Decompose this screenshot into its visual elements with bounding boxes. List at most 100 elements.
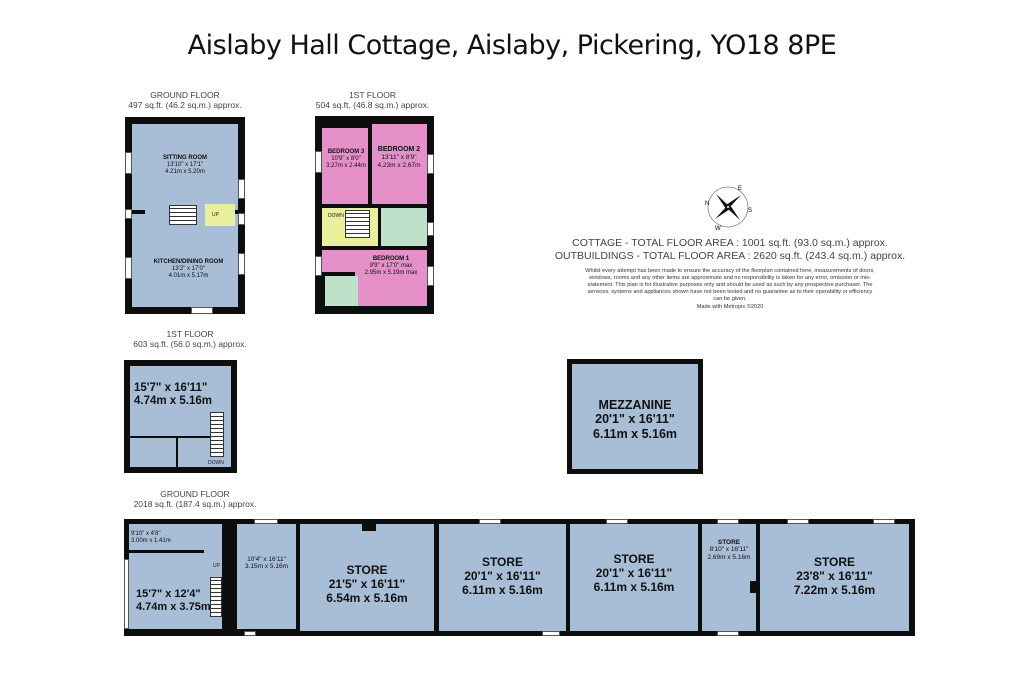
room-name: BEDROOM 1 [372, 256, 410, 262]
room-metric: 7.22m x 5.16m [793, 582, 876, 597]
room-imperial: 8'10" x 16'11" [709, 546, 749, 554]
window [427, 266, 434, 286]
compass-letter: S [748, 208, 752, 214]
room-metric: 2.69m x 5.16m [707, 553, 751, 561]
room-metric: 4.74m x 5.16m [134, 395, 213, 408]
window [125, 209, 132, 219]
store-label: STORE 20'1" x 16'11" 6.11m x 5.16m [570, 552, 698, 594]
bedroom-1-label: BEDROOM 1 9'9" x 17'0" max 2.95m x 5.19m… [355, 256, 427, 277]
window [717, 631, 739, 636]
store-4 [702, 524, 756, 631]
store-label: STORE 8'10" x 16'11" 2.69m x 5.16m [702, 539, 756, 561]
room-imperial: 23'8" x 16'11" [796, 568, 873, 583]
mezzanine-label: MEZZANINE 20'1" x 16'11" 6.11m x 5.16m [567, 398, 703, 441]
room-imperial: 9'9" x 17'0" max [369, 262, 413, 269]
narrow-room-label: 10'4" x 16'11" 3.15m x 5.16m [237, 556, 296, 571]
window [238, 213, 245, 225]
bedroom-3 [322, 128, 368, 204]
store-2 [439, 524, 566, 631]
cottage-first-floor-heading: 1ST FLOOR 504 sq.ft. (46.8 sq.m.) approx… [305, 90, 440, 110]
room-name: STORE [717, 539, 741, 546]
outbuildings-first-floor-heading: 1ST FLOOR 603 sq.ft. (56.0 sq.m.) approx… [120, 329, 260, 349]
stair-landing [205, 204, 235, 226]
window [427, 154, 434, 174]
window [717, 519, 739, 524]
kitchen-label: KITCHEN/DINING ROOM 13'2" x 17'0" 4.01m … [139, 259, 238, 280]
window [244, 631, 256, 636]
page-title: Aislaby Hall Cottage, Aislaby, Pickering… [187, 30, 837, 61]
room-metric: 6.11m x 5.16m [462, 582, 543, 597]
staircase [210, 412, 224, 457]
floor-area: 603 sq.ft. (56.0 sq.m.) approx. [133, 339, 247, 349]
room-metric: 6.54m x 5.16m [326, 590, 408, 605]
kitchen-dining-room [132, 214, 238, 307]
staircase [345, 210, 370, 238]
sitting-room [132, 124, 238, 210]
room-metric: 4.23m x 2.67m [377, 161, 421, 169]
window [479, 519, 501, 524]
room-imperial: 21'5" x 16'11" [328, 576, 406, 591]
room-name: SITTING ROOM [163, 155, 207, 161]
ensuite [325, 276, 358, 306]
cottage-ground-floor-plan: UP SITTING ROOM 13'10" x 17'1" 4.21m x 5… [125, 117, 245, 314]
staircase [169, 205, 197, 225]
outbuildings-first-floor-plan: DOWN 15'7" x 16'11" 4.74m x 5.16m [124, 360, 237, 473]
window [124, 559, 129, 629]
store-label: STORE 23'8" x 16'11" 7.22m x 5.16m [760, 555, 909, 597]
made-with: Made with Metropix ©2020 [696, 304, 764, 310]
bedroom-1 [355, 250, 427, 306]
room-metric: 4.01m x 5.17m [168, 272, 209, 279]
left-room [129, 553, 222, 629]
cottage-total-area: COTTAGE - TOTAL FLOOR AREA : 1001 sq.ft.… [572, 237, 888, 249]
floor-name: 1ST FLOOR [166, 329, 214, 339]
down-label: DOWN [328, 213, 344, 219]
room-name: STORE [481, 555, 524, 569]
room-name: KITCHEN/DINING ROOM [153, 259, 224, 265]
room-imperial: 10'9" x 8'0" [331, 155, 361, 162]
compass-letter: N [705, 201, 709, 207]
up-label: UP [212, 212, 219, 218]
staircase [210, 577, 222, 617]
room-imperial: 20'1" x 16'11" [595, 412, 675, 427]
bedroom-2 [372, 124, 427, 204]
room-metric: 3.00m x 1.41m [131, 537, 171, 544]
disclaimer: Whilst every attempt has been made to en… [585, 268, 875, 302]
floor-name: GROUND FLOOR [150, 90, 220, 100]
window [254, 519, 278, 524]
room-metric: 6.11m x 5.16m [593, 579, 675, 594]
room-imperial: 9'10" x 4'8" [131, 531, 161, 537]
back-door [191, 307, 213, 314]
floor-name: 1ST FLOOR [348, 90, 397, 100]
window [125, 257, 132, 279]
room-name: MEZZANINE [598, 398, 672, 412]
window [542, 631, 560, 636]
room-imperial: 15'7" x 12'4" [136, 588, 201, 600]
room-metric: 2.95m x 5.19m max [364, 269, 418, 276]
store-5 [760, 524, 909, 631]
mezzanine-plan: MEZZANINE 20'1" x 16'11" 6.11m x 5.16m [567, 359, 703, 474]
window [125, 152, 132, 174]
window [315, 256, 322, 276]
compass-letter: W [715, 226, 721, 232]
compass-icon: E S N W [703, 182, 753, 232]
room-metric: 4.74m x 3.75m [136, 600, 211, 613]
window [315, 151, 322, 173]
room-imperial: 15'7" x 16'11" [134, 382, 208, 394]
outbuildings-ground-floor-plan: UP 9'10" x 4'8" 3.00m x 1.41m 15'7" x 12… [124, 519, 915, 636]
room-metric: 3.15m x 5.16m [245, 563, 288, 571]
room-imperial: 13'2" x 17'0" [172, 265, 205, 272]
store-3 [570, 524, 698, 631]
compass-letter: E [738, 186, 742, 192]
room-imperial: 13'11" x 8'9" [381, 154, 417, 162]
outbuildings-total-area: OUTBUILDINGS - TOTAL FLOOR AREA : 2620 s… [554, 250, 906, 262]
store-label: STORE 20'1" x 16'11" 6.11m x 5.16m [439, 555, 566, 597]
room-imperial: 20'1" x 16'11" [595, 565, 673, 580]
small-room-label: 9'10" x 4'8" 3.00m x 1.41m [131, 531, 171, 545]
narrow-room [237, 524, 296, 629]
left-room-label: 15'7" x 12'4" 4.74m x 3.75m [136, 588, 211, 613]
room-name: BEDROOM 3 [327, 149, 365, 155]
room-imperial: 13'10" x 17'1" [166, 161, 204, 168]
window [238, 179, 245, 199]
room-name: STORE [346, 563, 388, 577]
floor-area: 2018 sq.ft. (187.4 sq.m.) approx. [133, 499, 257, 509]
